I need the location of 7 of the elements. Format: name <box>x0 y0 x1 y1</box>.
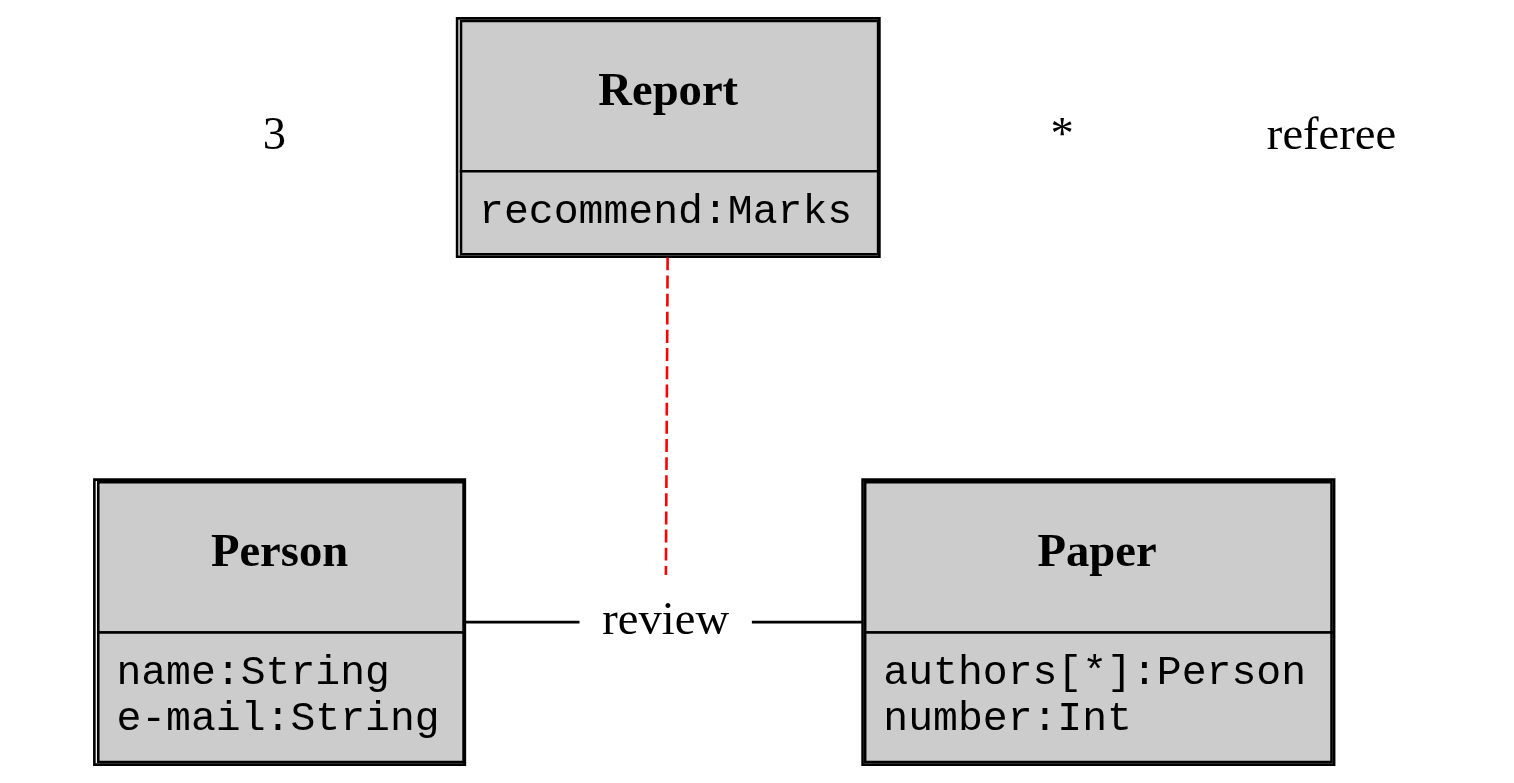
connector <box>664 257 669 576</box>
label: 3 <box>262 106 287 159</box>
node-text: review <box>602 591 730 644</box>
connector <box>751 620 863 624</box>
label: referee <box>1266 106 1397 159</box>
connector <box>465 620 580 624</box>
label: * <box>1050 106 1074 159</box>
